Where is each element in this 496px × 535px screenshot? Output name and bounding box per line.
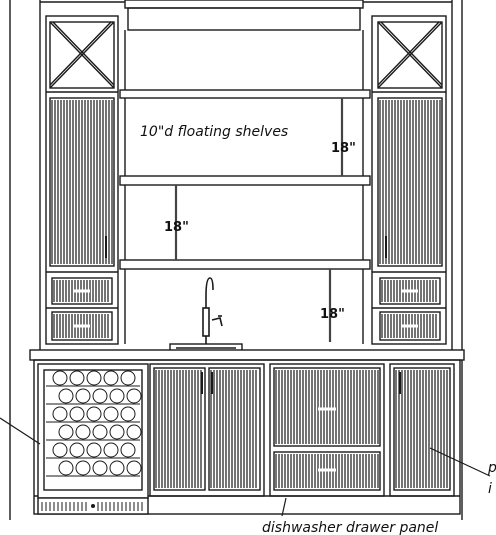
wine-bottle-icon <box>92 424 108 440</box>
base-door-pair <box>149 363 265 497</box>
shelves-note: 10"d floating shelves <box>140 124 288 140</box>
dimension-lines <box>174 98 344 342</box>
wine-bottle-icon <box>103 406 119 422</box>
wine-bottle-icon <box>109 388 125 404</box>
wine-bottle-icon <box>58 424 74 440</box>
wine-bottle-icon <box>69 406 85 422</box>
base-door-single-grille <box>395 370 448 488</box>
wine-bottle-icon <box>109 460 125 476</box>
wine-bottle-icon <box>75 460 91 476</box>
wine-bottle-icon <box>52 370 68 386</box>
right-tower <box>371 15 447 345</box>
floating-shelf-bottom <box>119 259 371 270</box>
dimension-label-upper: 18" <box>331 141 356 156</box>
wine-fridge-logo-icon <box>91 504 95 508</box>
floating-shelves <box>119 89 371 270</box>
wine-bottle-icon <box>52 406 68 422</box>
base-door-right-grille <box>210 370 257 488</box>
dimension-label-middle: 18" <box>164 220 189 235</box>
right-tower-drawer-grille-upper <box>381 280 437 302</box>
wine-bottle-icon <box>69 370 85 386</box>
wine-bottle-icon <box>52 442 68 458</box>
base-door-left-grille <box>155 370 202 488</box>
wine-bottle-icon <box>86 406 102 422</box>
wine-bottle-icon <box>86 442 102 458</box>
wine-bottle-icon <box>75 388 91 404</box>
bar-faucet <box>202 277 223 344</box>
floating-shelf-middle <box>119 175 371 186</box>
left-tower-drawer-grille-upper <box>53 280 109 302</box>
wine-bottle-icon <box>126 460 142 476</box>
dishwasher-drawer-panel <box>269 363 385 497</box>
leader-lines <box>0 417 491 517</box>
wine-bottle-icon <box>103 370 119 386</box>
wine-bottle-icon <box>120 442 136 458</box>
wine-bottle-icon <box>92 460 108 476</box>
wine-bottle-icon <box>120 370 136 386</box>
wine-bottle-icon <box>69 442 85 458</box>
floating-shelf-top <box>119 89 371 99</box>
center-backsplash <box>124 30 364 344</box>
left-tower <box>45 15 119 345</box>
right-edge-fragment-1: p <box>487 460 496 476</box>
dishwasher-upper-grille <box>275 370 379 444</box>
countertop <box>29 349 465 361</box>
wine-bottle-icon <box>86 370 102 386</box>
right-tower-door-grille <box>379 100 441 264</box>
wine-bottle-icon <box>120 406 136 422</box>
wine-bottle-icon <box>58 388 74 404</box>
wine-fridge-vent <box>41 502 143 511</box>
wine-rack-bottles <box>46 370 142 477</box>
dimension-label-lower: 18" <box>320 307 345 322</box>
right-edge-fragment-2: i <box>488 481 492 497</box>
crown-molding <box>40 0 452 31</box>
wall-lines <box>9 0 463 520</box>
wine-bottle-icon <box>103 442 119 458</box>
wine-bottle-icon <box>75 424 91 440</box>
wine-bottle-icon <box>58 460 74 476</box>
dishwasher-lower-grille <box>275 454 379 488</box>
wine-bottle-icon <box>92 388 108 404</box>
wine-bottle-icon <box>126 388 142 404</box>
left-tower-door-grille <box>51 100 113 264</box>
dishwasher-note: dishwasher drawer panel <box>262 520 438 535</box>
wine-bottle-icon <box>126 424 142 440</box>
wine-bottle-icon <box>109 424 125 440</box>
base-door-single <box>389 363 455 497</box>
